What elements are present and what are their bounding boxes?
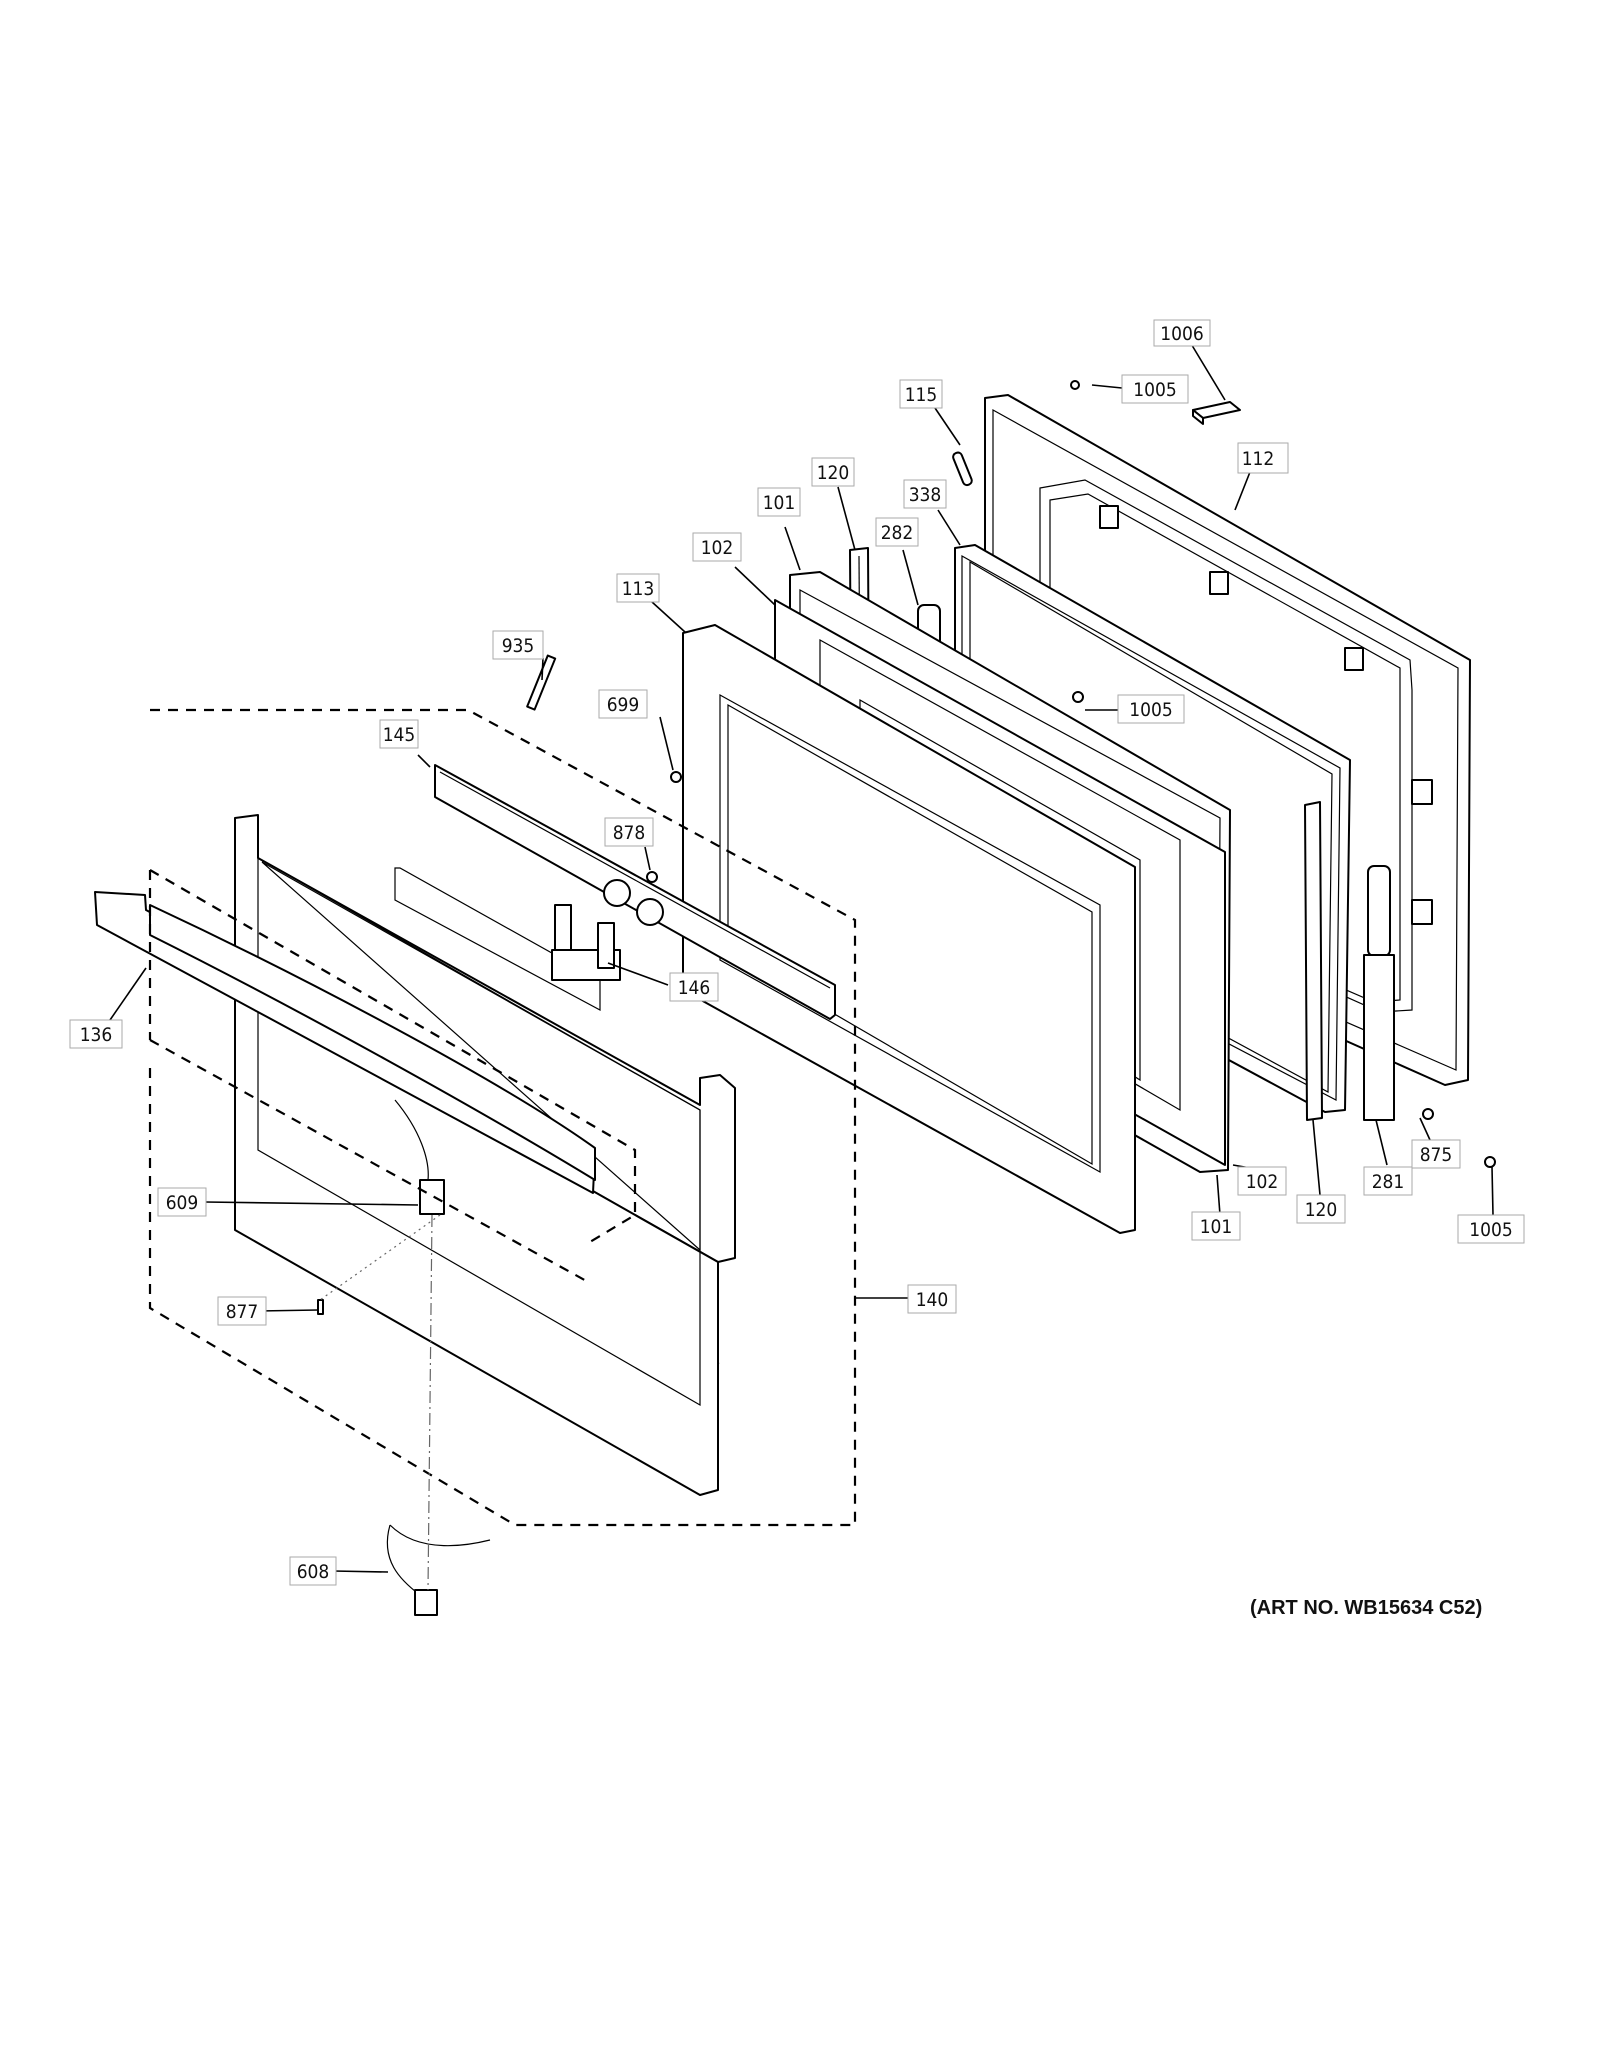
callout-label: 101 bbox=[763, 492, 796, 514]
callout-label: 877 bbox=[226, 1301, 259, 1323]
callout-878: 878 bbox=[604, 817, 654, 847]
assembly-boundary bbox=[148, 708, 857, 1527]
harness-609 bbox=[394, 1099, 445, 1215]
pin-115 bbox=[952, 451, 973, 487]
callout-1005-mid: 1005 bbox=[1117, 694, 1185, 724]
callout-label: 136 bbox=[80, 1024, 113, 1046]
callout-label: 878 bbox=[613, 822, 646, 844]
clip-1006 bbox=[1192, 401, 1241, 425]
callout-label: 115 bbox=[905, 384, 938, 406]
callout-102-bottom: 102 bbox=[1237, 1166, 1287, 1196]
callout-label: 112 bbox=[1242, 448, 1275, 470]
callout-label: 281 bbox=[1372, 1171, 1405, 1193]
screw-935 bbox=[526, 654, 557, 711]
callout-101-top: 101 bbox=[757, 487, 801, 517]
screw-878 bbox=[646, 871, 658, 883]
callout-146: 146 bbox=[669, 972, 719, 1002]
outer-door-140 bbox=[234, 814, 736, 1496]
callout-609: 609 bbox=[157, 1187, 207, 1217]
callout-label: 120 bbox=[817, 462, 850, 484]
callout-label: 282 bbox=[881, 522, 914, 544]
callout-label: 146 bbox=[678, 977, 711, 999]
callout-112: 112 bbox=[1237, 442, 1289, 474]
screw-1005-right bbox=[1484, 1156, 1496, 1168]
callout-label: 102 bbox=[701, 537, 734, 559]
callout-label: 609 bbox=[166, 1192, 199, 1214]
screw-1005-mid bbox=[1072, 691, 1084, 703]
callout-115: 115 bbox=[899, 379, 943, 409]
callout-877: 877 bbox=[217, 1296, 267, 1326]
channel-120-right bbox=[1304, 801, 1323, 1121]
callout-338: 338 bbox=[903, 479, 947, 509]
callout-281: 281 bbox=[1363, 1166, 1413, 1196]
callout-1005-right: 1005 bbox=[1457, 1214, 1525, 1244]
hinge-281 bbox=[1363, 865, 1395, 1121]
callout-102-top: 102 bbox=[692, 532, 742, 562]
callout-label: 101 bbox=[1200, 1216, 1233, 1238]
control-panel-145 bbox=[434, 764, 836, 1020]
alignment-dotted bbox=[319, 1214, 441, 1301]
screw-1005-top bbox=[1070, 380, 1080, 390]
art-number: (ART NO. WB15634 C52) bbox=[1250, 1597, 1483, 1619]
callout-label: 875 bbox=[1420, 1144, 1453, 1166]
callout-label: 338 bbox=[909, 484, 942, 506]
screw-875 bbox=[1422, 1108, 1434, 1120]
alignment-dashdot bbox=[427, 1214, 433, 1591]
callout-label: 145 bbox=[383, 724, 416, 746]
callout-136: 136 bbox=[69, 1019, 123, 1049]
callout-282: 282 bbox=[875, 517, 919, 547]
wire-harness-608 bbox=[386, 1524, 491, 1616]
callout-120-bottom: 120 bbox=[1296, 1194, 1346, 1224]
callout-label: 1005 bbox=[1129, 699, 1173, 721]
callout-935: 935 bbox=[492, 630, 544, 660]
callout-1005-top: 1005 bbox=[1121, 374, 1189, 404]
callout-140: 140 bbox=[907, 1284, 957, 1314]
callout-label: 608 bbox=[297, 1561, 330, 1583]
callout-label: 120 bbox=[1305, 1199, 1338, 1221]
callout-label: 1005 bbox=[1133, 379, 1177, 401]
screw-877 bbox=[317, 1299, 324, 1315]
callout-120-top: 120 bbox=[811, 457, 855, 487]
callout-label: 102 bbox=[1246, 1171, 1279, 1193]
callout-label: 113 bbox=[622, 578, 655, 600]
callout-label: 699 bbox=[607, 694, 640, 716]
callout-label: 140 bbox=[916, 1289, 949, 1311]
callout-101-bottom: 101 bbox=[1191, 1211, 1241, 1241]
handle-136 bbox=[94, 891, 596, 1194]
callout-label: 935 bbox=[502, 635, 535, 657]
callout-608: 608 bbox=[289, 1556, 337, 1586]
callout-label: 1006 bbox=[1160, 323, 1204, 345]
callout-145: 145 bbox=[379, 719, 419, 749]
callout-1006: 1006 bbox=[1153, 319, 1211, 347]
bracket-146 bbox=[551, 904, 621, 981]
leader-lines bbox=[109, 341, 1494, 1573]
callout-label: 1005 bbox=[1469, 1219, 1513, 1241]
callout-699: 699 bbox=[598, 689, 648, 719]
callout-113: 113 bbox=[616, 573, 660, 603]
screw-699 bbox=[670, 771, 682, 783]
callout-875: 875 bbox=[1411, 1139, 1461, 1169]
